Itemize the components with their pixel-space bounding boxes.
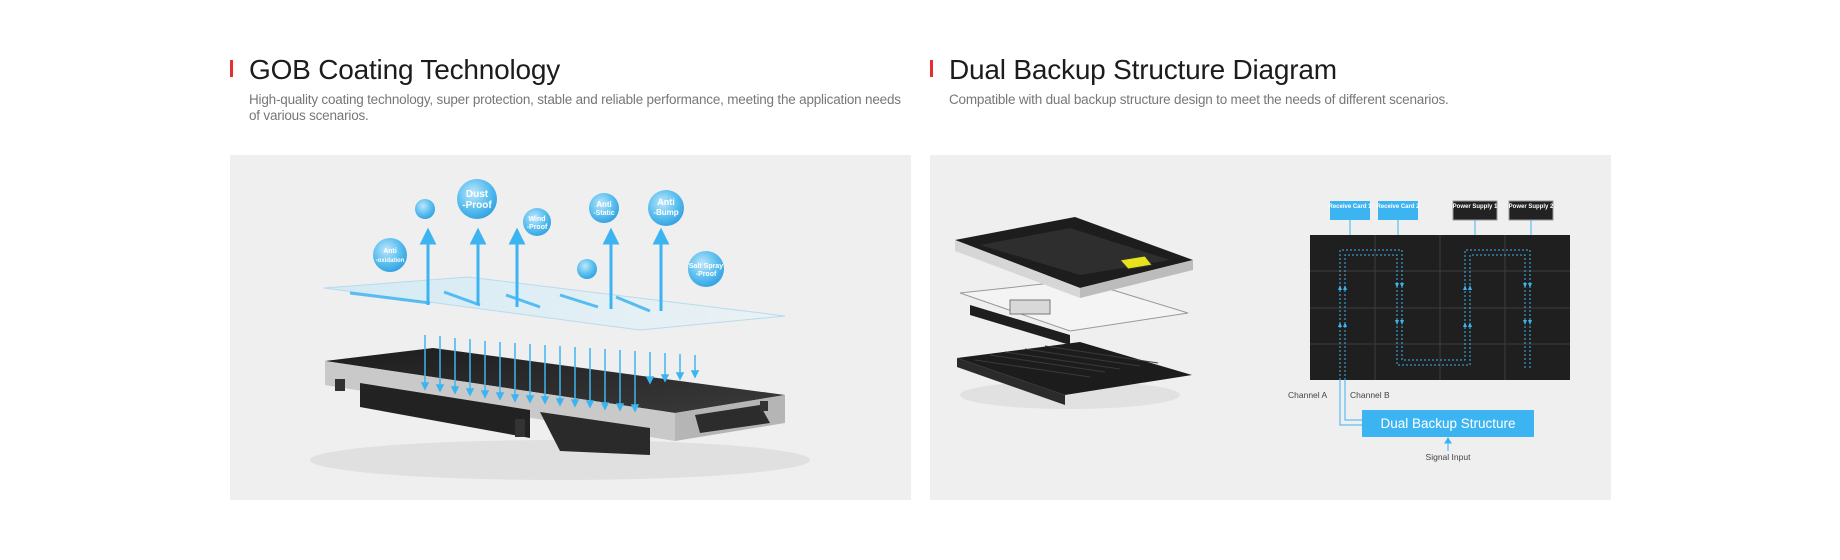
film-flow-lines: [349, 290, 651, 313]
bubble-label: Wind: [528, 216, 545, 223]
channel-a-label: Channel A: [1288, 390, 1328, 400]
coating-film: [323, 276, 786, 331]
bubble-label: Anti: [596, 200, 612, 209]
section-title: GOB Coating Technology: [249, 54, 561, 85]
dual-backup-graphic: Receive Card 1 Receive Card 2 Power Supp…: [955, 200, 1570, 462]
channel-lines: [1339, 380, 1362, 426]
protection-bubbles: Anti -oxidation Dust -Proof Wind -Proof …: [373, 179, 724, 287]
gob-illustration: Anti -oxidation Dust -Proof Wind -Proof …: [230, 155, 911, 500]
gob-coating-graphic: Anti -oxidation Dust -Proof Wind -Proof …: [310, 179, 810, 480]
title-accent-bar: [230, 60, 233, 77]
bubble-label: Dust: [466, 189, 489, 200]
bubble-anti-oxidation-icon: [373, 238, 407, 272]
signal-input-arrow: [1444, 437, 1452, 451]
bubble-label: -Proof: [462, 200, 492, 211]
dual-backup-illustration: Receive Card 1 Receive Card 2 Power Supp…: [930, 155, 1611, 500]
section-subtitle: Compatible with dual backup structure de…: [949, 92, 1449, 107]
power-supply-1-label: Power Supply 1: [1453, 204, 1498, 210]
receive-card-2-box: [1378, 201, 1418, 220]
receive-card-1-box: [1330, 201, 1370, 220]
gob-heading: GOB Coating Technology High-quality coat…: [230, 54, 911, 144]
receive-card-1-label: Receive Card 1: [1328, 204, 1372, 210]
bubble-salt-spray-proof-icon: [688, 251, 724, 287]
dual-backup-structure-label: Dual Backup Structure: [1380, 416, 1515, 431]
section-title: Dual Backup Structure Diagram: [949, 54, 1337, 85]
bubble-label: -Bump: [653, 208, 678, 217]
bubble-label: -Proof: [696, 271, 717, 278]
bubble-label: Anti: [657, 197, 675, 207]
power-supply-2-label: Power Supply 2: [1509, 204, 1554, 210]
signal-path: [1339, 249, 1531, 380]
section-subtitle: High-quality coating technology, super p…: [249, 92, 901, 123]
signal-arrows: [1338, 283, 1532, 327]
card-connectors: [1349, 220, 1532, 235]
dual-heading: Dual Backup Structure Diagram Compatible…: [930, 54, 1611, 144]
bubble-anti-static-icon: [589, 193, 619, 223]
receive-card-2-label: Receive Card 2: [1376, 204, 1420, 210]
bubble-dust-proof-icon: [457, 179, 497, 219]
exploded-module-graphic: [955, 217, 1193, 409]
title-accent-bar: [930, 60, 933, 77]
bubble-small-icon: [577, 259, 597, 279]
dual-backup-structure-box: [1362, 410, 1534, 437]
channel-b-label: Channel B: [1350, 390, 1390, 400]
bubble-label: Salt Spray: [689, 263, 723, 270]
upward-arrows: [419, 227, 670, 311]
bubble-wind-proof-icon: [523, 208, 551, 236]
downward-arrows: [420, 335, 700, 413]
bubble-label: -Static: [593, 210, 615, 217]
bubble-small-icon: [415, 199, 435, 219]
bubble-anti-bump-icon: [648, 190, 684, 226]
bubble-label: Anti: [383, 248, 397, 255]
signal-input-label: Signal Input: [1426, 452, 1472, 462]
bubble-label: -oxidation: [376, 258, 405, 264]
bubble-label: -Proof: [527, 224, 548, 231]
screen-grid-lines: [1310, 235, 1570, 380]
